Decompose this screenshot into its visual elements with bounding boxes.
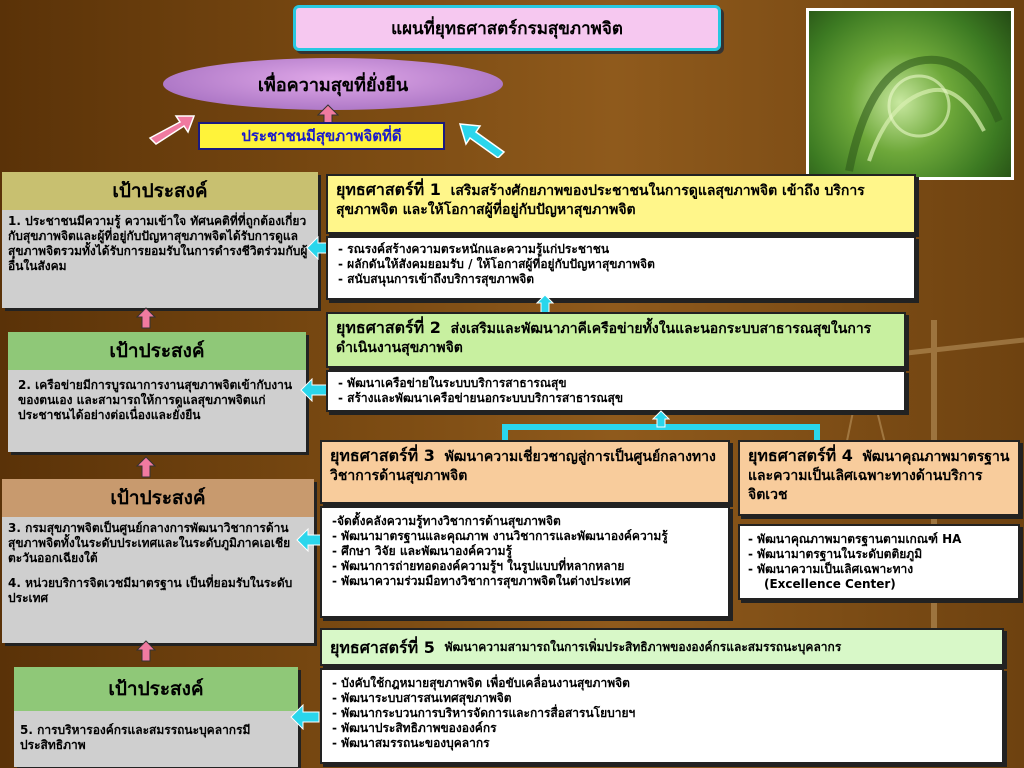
goal-2: เป้าประสงค์ 2. เครือข่ายมีการบูรณาการงาน… xyxy=(8,332,306,452)
health-photo xyxy=(806,8,1014,180)
list-item: - พัฒนาคุณภาพมาตรฐานตามเกณฑ์ HA xyxy=(748,532,962,546)
goal-3-body: 3. กรมสุขภาพจิตเป็นศูนย์กลางการพัฒนาวิชา… xyxy=(2,517,314,643)
list-item: - พัฒนาสมรรถนะของบุคลากร xyxy=(332,736,490,750)
strategy-2-title: ส่งเสริมและพัฒนาภาคีเครือข่ายทั้งในและนอ… xyxy=(336,321,872,356)
strategy-2-header: ยุทธศาสตร์ที่ 2 ส่งเสริมและพัฒนาภาคีเครื… xyxy=(326,312,906,368)
list-item: - พัฒนามาตรฐานและคุณภาพ งานวิชาการและพัฒ… xyxy=(332,529,668,543)
strategy-3-items: -จัดตั้งคลังความรู้ทางวิชาการด้านสุขภาพจ… xyxy=(320,506,730,618)
arrow-up-icon xyxy=(652,410,670,428)
connector-bar xyxy=(502,424,508,440)
list-item: - ศึกษา วิจัย และพัฒนาองค์ความรู้ xyxy=(332,544,513,558)
goal-5-text: 5. การบริหารองค์กรและสมรรถนะบุคลากรมีประ… xyxy=(14,711,298,767)
list-item: - พัฒนามาตรฐานในระดับตติยภูมิ xyxy=(748,547,923,561)
page-title: แผนที่ยุทธศาสตร์กรมสุขภาพจิต xyxy=(293,5,721,51)
goal-1-text: 1. ประชาชนมีความรู้ ความเข้าใจ ทัศนคติที… xyxy=(2,210,318,308)
strategy-2-items: - พัฒนาเครือข่ายในระบบบริการสาธารณสุข - … xyxy=(326,370,906,412)
strategy-4-header: ยุทธศาสตร์ที่ 4 พัฒนาคุณภาพมาตรฐานและควา… xyxy=(738,440,1020,516)
goal-5: เป้าประสงค์ 5. การบริหารองค์กรและสมรรถนะ… xyxy=(14,667,298,767)
arrow-upright-icon xyxy=(148,115,196,145)
strategy-3-header: ยุทธศาสตร์ที่ 3 พัฒนาความเชี่ยวชาญสู่การ… xyxy=(320,440,730,504)
list-item: - พัฒนาระบบสารสนเทศสุขภาพจิต xyxy=(332,691,512,705)
arrow-up-icon xyxy=(136,640,156,662)
goal-1: เป้าประสงค์ 1. ประชาชนมีความรู้ ความเข้า… xyxy=(2,172,318,308)
goal-3-text: 3. กรมสุขภาพจิตเป็นศูนย์กลางการพัฒนาวิชา… xyxy=(8,521,291,565)
list-item: - พัฒนาประสิทธิภาพขององค์กร xyxy=(332,721,497,735)
arrow-left-icon xyxy=(300,378,328,402)
list-item: - พัฒนาความเป็นเลิศเฉพาะทาง xyxy=(748,562,914,576)
strategy-1-prefix: ยุทธศาสตร์ที่ 1 xyxy=(336,180,441,199)
arrow-up-icon xyxy=(536,294,554,314)
arrow-up-icon xyxy=(136,456,156,478)
goal-2-text: 2. เครือข่ายมีการบูรณาการงานสุขภาพจิตเข้… xyxy=(8,370,306,452)
goal-1-header: เป้าประสงค์ xyxy=(2,172,318,210)
caduceus-icon xyxy=(845,55,1003,172)
goal-4-text: 4. หน่วยบริการจิตเวชมีมาตรฐาน เป็นที่ยอม… xyxy=(8,576,293,605)
strategy-5-prefix: ยุทธศาสตร์ที่ 5 xyxy=(330,637,435,657)
strategy-5-items: - บังคับใช้กฎหมายสุขภาพจิต เพื่อขับเคลื่… xyxy=(320,668,1004,764)
list-item: - พัฒนากระบวนการบริหารจัดการและการสื่อสา… xyxy=(332,706,636,720)
arrow-up-icon xyxy=(136,307,156,329)
strategy-3-title: พัฒนาความเชี่ยวชาญสู่การเป็นศูนย์กลางทาง… xyxy=(330,449,716,484)
arrow-left-icon xyxy=(290,704,320,730)
strategy-5-title: พัฒนาความสามารถในการเพิ่มประสิทธิภาพของอ… xyxy=(444,639,842,654)
list-item: -จัดตั้งคลังความรู้ทางวิชาการด้านสุขภาพจ… xyxy=(332,514,561,528)
list-item: - ผลักดันให้สังคมยอมรับ / ให้โอกาสผู้ที่… xyxy=(338,257,655,271)
strategy-4-title: พัฒนาคุณภาพมาตรฐานและความเป็นเลิศเฉพาะทา… xyxy=(748,449,1010,503)
goal-3-header: เป้าประสงค์ xyxy=(2,479,314,517)
list-item: (Excellence Center) xyxy=(764,577,896,591)
list-item: - พัฒนาการถ่ายทอดองค์ความรู้ฯ ในรูปแบบที… xyxy=(332,559,625,573)
goal-5-header: เป้าประสงค์ xyxy=(14,667,298,711)
list-item: - พัฒนาเครือข่ายในระบบบริการสาธารณสุข xyxy=(338,376,567,390)
goal-3: เป้าประสงค์ 3. กรมสุขภาพจิตเป็นศูนย์กลาง… xyxy=(2,479,314,643)
list-item: - สนับสนุนการเข้าถึงบริการสุขภาพจิต xyxy=(338,272,535,286)
list-item: - รณรงค์สร้างความตระหนักและความรู้แก่ประ… xyxy=(338,242,610,256)
strategy-2-prefix: ยุทธศาสตร์ที่ 2 xyxy=(336,318,441,337)
strategy-1-header: ยุทธศาสตร์ที่ 1 เสริมสร้างศักยภาพของประช… xyxy=(326,174,916,234)
goal-2-header: เป้าประสงค์ xyxy=(8,332,306,370)
strategy-4-prefix: ยุทธศาสตร์ที่ 4 xyxy=(748,446,853,465)
people-box: ประชาชนมีสุขภาพจิตที่ดี xyxy=(198,122,445,150)
strategy-5-header: ยุทธศาสตร์ที่ 5 พัฒนาความสามารถในการเพิ่… xyxy=(320,628,1004,666)
list-item: - พัฒนาความร่วมมือทางวิชาการสุขภาพจิตในต… xyxy=(332,574,631,588)
strategy-1-items: - รณรงค์สร้างความตระหนักและความรู้แก่ประ… xyxy=(326,236,916,300)
connector-bar xyxy=(814,424,820,440)
strategy-1-title: เสริมสร้างศักยภาพของประชาชนในการดูแลสุขภ… xyxy=(336,183,865,218)
list-item: - สร้างและพัฒนาเครือข่ายนอกระบบบริการสาธ… xyxy=(338,391,624,405)
strategy-4-items: - พัฒนาคุณภาพมาตรฐานตามเกณฑ์ HA - พัฒนาม… xyxy=(738,524,1020,600)
strategy-3-prefix: ยุทธศาสตร์ที่ 3 xyxy=(330,446,435,465)
arrow-upleft-icon xyxy=(458,123,506,158)
vision-ellipse: เพื่อความสุขที่ยั่งยืน xyxy=(163,58,503,110)
list-item: - บังคับใช้กฎหมายสุขภาพจิต เพื่อขับเคลื่… xyxy=(332,676,630,690)
